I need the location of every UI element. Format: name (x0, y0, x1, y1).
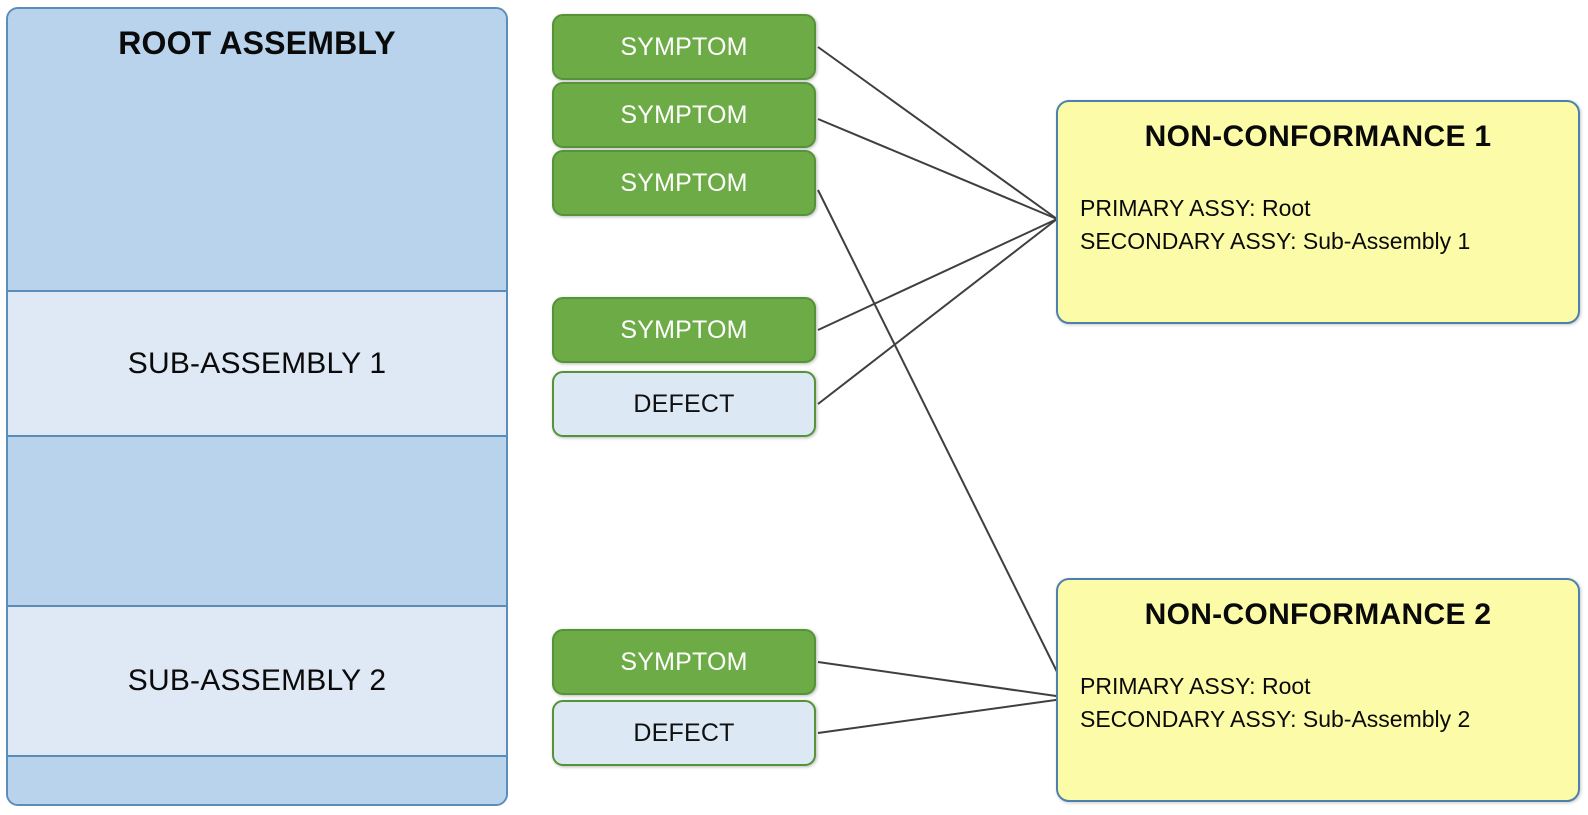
chip-label: SYMPTOM (620, 647, 748, 676)
assembly-row-spacer-1[interactable] (8, 437, 506, 607)
nonconformance-title: NON-CONFORMANCE 1 (1144, 120, 1492, 153)
nonconformance-primary-assy: PRIMARY ASSY: Root (1080, 195, 1311, 221)
symptom-chip-2[interactable]: SYMPTOM (552, 82, 816, 148)
connector-symptom5-to-nc2 (817, 661, 1071, 699)
assembly-row-spacer-2[interactable] (8, 757, 506, 804)
chip-label: SYMPTOM (620, 168, 748, 197)
connector-symptom1-to-nc1 (817, 46, 1058, 220)
nonconformance-card-2[interactable]: NON-CONFORMANCE 2 PRIMARY ASSY: Root SEC… (1056, 578, 1580, 802)
symptom-chip-3[interactable]: SYMPTOM (552, 150, 816, 216)
symptom-chip-1[interactable]: SYMPTOM (552, 14, 816, 80)
symptom-chip-4[interactable]: SYMPTOM (552, 297, 816, 363)
chip-label: SYMPTOM (620, 100, 748, 129)
chip-label: SYMPTOM (620, 32, 748, 61)
assembly-row-sub-assembly-1[interactable]: SUB-ASSEMBLY 1 (8, 292, 506, 437)
nonconformance-title: NON-CONFORMANCE 2 (1144, 598, 1492, 631)
defect-chip-1[interactable]: DEFECT (552, 371, 816, 437)
nonconformance-card-1[interactable]: NON-CONFORMANCE 1 PRIMARY ASSY: Root SEC… (1056, 100, 1580, 324)
nonconformance-primary-assy: PRIMARY ASSY: Root (1080, 673, 1311, 699)
connector-symptom4-to-nc1 (817, 218, 1058, 331)
chip-label: SYMPTOM (620, 315, 748, 344)
nonconformance-secondary-assy: SECONDARY ASSY: Sub-Assembly 2 (1080, 705, 1471, 732)
connector-defect1-to-nc1 (817, 218, 1058, 405)
chip-label: DEFECT (633, 718, 735, 747)
connector-symptom2-to-nc1 (817, 118, 1058, 220)
assembly-row-label: SUB-ASSEMBLY 2 (127, 664, 387, 697)
connector-defect2-to-nc2 (817, 697, 1071, 734)
assembly-tree-panel: ROOT ASSEMBLY SUB-ASSEMBLY 1 SUB-ASSEMBL… (6, 7, 508, 806)
assembly-row-label: SUB-ASSEMBLY 1 (127, 346, 387, 380)
assembly-row-sub-assembly-2[interactable]: SUB-ASSEMBLY 2 (8, 607, 506, 757)
symptom-chip-5[interactable]: SYMPTOM (552, 629, 816, 695)
assembly-row-root[interactable]: ROOT ASSEMBLY (8, 9, 506, 292)
defect-chip-2[interactable]: DEFECT (552, 700, 816, 766)
assembly-row-label: ROOT ASSEMBLY (118, 25, 396, 61)
chip-label: DEFECT (633, 389, 735, 418)
connector-symptom3-to-nc2 (817, 189, 1071, 699)
nonconformance-secondary-assy: SECONDARY ASSY: Sub-Assembly 1 (1080, 227, 1471, 254)
